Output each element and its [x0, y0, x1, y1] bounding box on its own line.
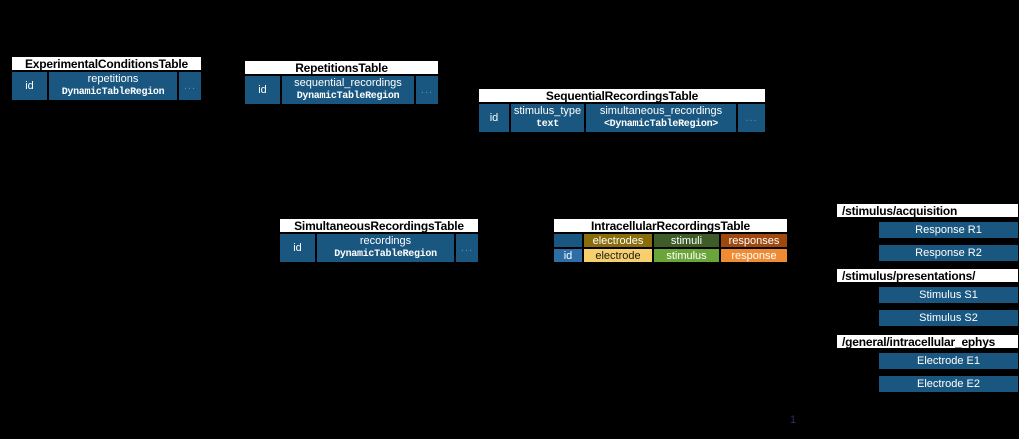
column-more: ... — [737, 103, 766, 133]
category-blank — [553, 233, 583, 248]
group-stimulus-presentations: /stimulus/presentations/ Stimulus S1 Sti… — [836, 268, 1019, 327]
column-name: recordings — [359, 235, 412, 247]
column-name: id — [258, 83, 267, 96]
column-name: stimulus_type — [513, 105, 582, 117]
category-label: stimuli — [670, 234, 703, 247]
column-id: id — [244, 75, 281, 105]
column-name: id — [25, 79, 34, 92]
column-name: stimulus — [666, 249, 707, 262]
column-type: DynamicTableRegion — [296, 91, 400, 102]
table-header-row: id recordings DynamicTableRegion ... — [279, 233, 479, 263]
intracellular-recordings-table: IntracellularRecordingsTable electrodes … — [553, 218, 788, 263]
column-name: id — [293, 241, 302, 254]
column-id: id — [553, 248, 583, 263]
column-sequential-recordings: sequential_recordings DynamicTableRegion — [281, 75, 415, 105]
column-name: ... — [460, 241, 474, 254]
column-stimulus-type: stimulus_type text — [510, 103, 585, 133]
category-stimuli: stimuli — [653, 233, 720, 248]
column-name: ... — [183, 79, 197, 92]
table-title: SequentialRecordingsTable — [478, 88, 766, 103]
table-header-row: id repetitions DynamicTableRegion ... — [11, 71, 202, 101]
category-electrodes: electrodes — [583, 233, 653, 248]
table-title: IntracellularRecordingsTable — [553, 218, 788, 233]
repetitions-table: RepetitionsTable id sequential_recording… — [244, 60, 439, 105]
category-label: responses — [728, 234, 780, 247]
column-electrode: electrode — [583, 248, 653, 263]
column-repetitions: repetitions DynamicTableRegion — [48, 71, 178, 101]
group-item-response-r2[interactable]: Response R2 — [878, 244, 1019, 262]
column-response: response — [720, 248, 788, 263]
column-name: id — [563, 249, 573, 262]
column-name: repetitions — [87, 73, 139, 85]
column-id: id — [11, 71, 48, 101]
column-name: sequential_recordings — [294, 77, 402, 89]
column-id: id — [478, 103, 510, 133]
group-item-response-r1[interactable]: Response R1 — [878, 221, 1019, 239]
column-more: ... — [178, 71, 202, 101]
column-type: text — [536, 119, 559, 130]
column-name: ... — [420, 83, 434, 96]
category-responses: responses — [720, 233, 788, 248]
column-more: ... — [455, 233, 479, 263]
column-stimulus: stimulus — [653, 248, 720, 263]
table-header-row: id stimulus_type text simultaneous_recor… — [478, 103, 766, 133]
group-stimulus-acquisition: /stimulus/acquisition Response R1 Respon… — [836, 203, 1019, 262]
sequential-recordings-table: SequentialRecordingsTable id stimulus_ty… — [478, 88, 766, 133]
group-label: /general/intracellular_ephys — [836, 334, 1019, 349]
table-header-row: id sequential_recordings DynamicTableReg… — [244, 75, 439, 105]
column-type: <DynamicTableRegion> — [603, 119, 719, 130]
table-title: RepetitionsTable — [244, 60, 439, 75]
group-general-intracellular-ephys: /general/intracellular_ephys Electrode E… — [836, 334, 1019, 393]
column-type: DynamicTableRegion — [334, 249, 437, 260]
group-item-electrode-e1[interactable]: Electrode E1 — [878, 352, 1019, 370]
column-name: response — [731, 249, 777, 262]
column-id: id — [279, 233, 316, 263]
column-type: DynamicTableRegion — [61, 87, 165, 98]
column-name: simultaneous_recordings — [599, 105, 723, 117]
column-more: ... — [415, 75, 439, 105]
column-recordings: recordings DynamicTableRegion — [316, 233, 455, 263]
column-name: electrode — [595, 249, 641, 262]
group-item-stimulus-s1[interactable]: Stimulus S1 — [878, 286, 1019, 304]
table-category-row: electrodes stimuli responses — [553, 233, 788, 248]
group-item-electrode-e2[interactable]: Electrode E2 — [878, 375, 1019, 393]
group-item-stimulus-s2[interactable]: Stimulus S2 — [878, 309, 1019, 327]
column-name: ... — [745, 111, 758, 124]
simultaneous-recordings-table: SimultaneousRecordingsTable id recording… — [279, 218, 479, 263]
column-simultaneous-recordings: simultaneous_recordings <DynamicTableReg… — [585, 103, 737, 133]
column-name: id — [489, 111, 499, 124]
table-title: ExperimentalConditionsTable — [11, 56, 202, 71]
footnote-marker: 1 — [790, 414, 797, 426]
table-title: SimultaneousRecordingsTable — [279, 218, 479, 233]
category-label: electrodes — [592, 234, 644, 247]
experimental-conditions-table: ExperimentalConditionsTable id repetitio… — [11, 56, 202, 101]
table-column-row: id electrode stimulus response — [553, 248, 788, 263]
group-label: /stimulus/presentations/ — [836, 268, 1019, 283]
group-label: /stimulus/acquisition — [836, 203, 1019, 218]
